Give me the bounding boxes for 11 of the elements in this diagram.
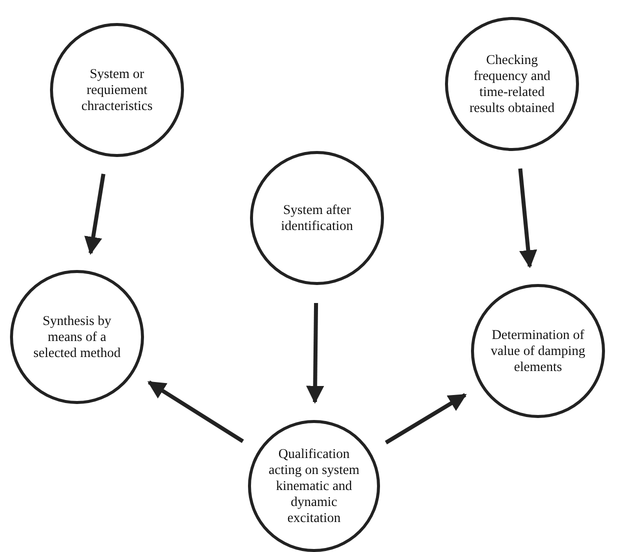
node-text: Checking frequency and time-related results obtained xyxy=(468,52,556,116)
node-text: System or requiement chracteristics xyxy=(80,66,154,114)
arrow xyxy=(384,393,467,444)
arrow xyxy=(84,174,106,255)
node-text: System after identification xyxy=(280,202,354,234)
arrow xyxy=(147,380,244,443)
arrow xyxy=(518,168,538,268)
node-text: Determination of value of damping elements xyxy=(490,326,586,376)
arrow xyxy=(306,302,324,404)
node-text: Qualification acting on system kinematic and dynamic excitation xyxy=(268,446,360,526)
node-text: Synthesis by means of a selected method xyxy=(32,312,122,362)
